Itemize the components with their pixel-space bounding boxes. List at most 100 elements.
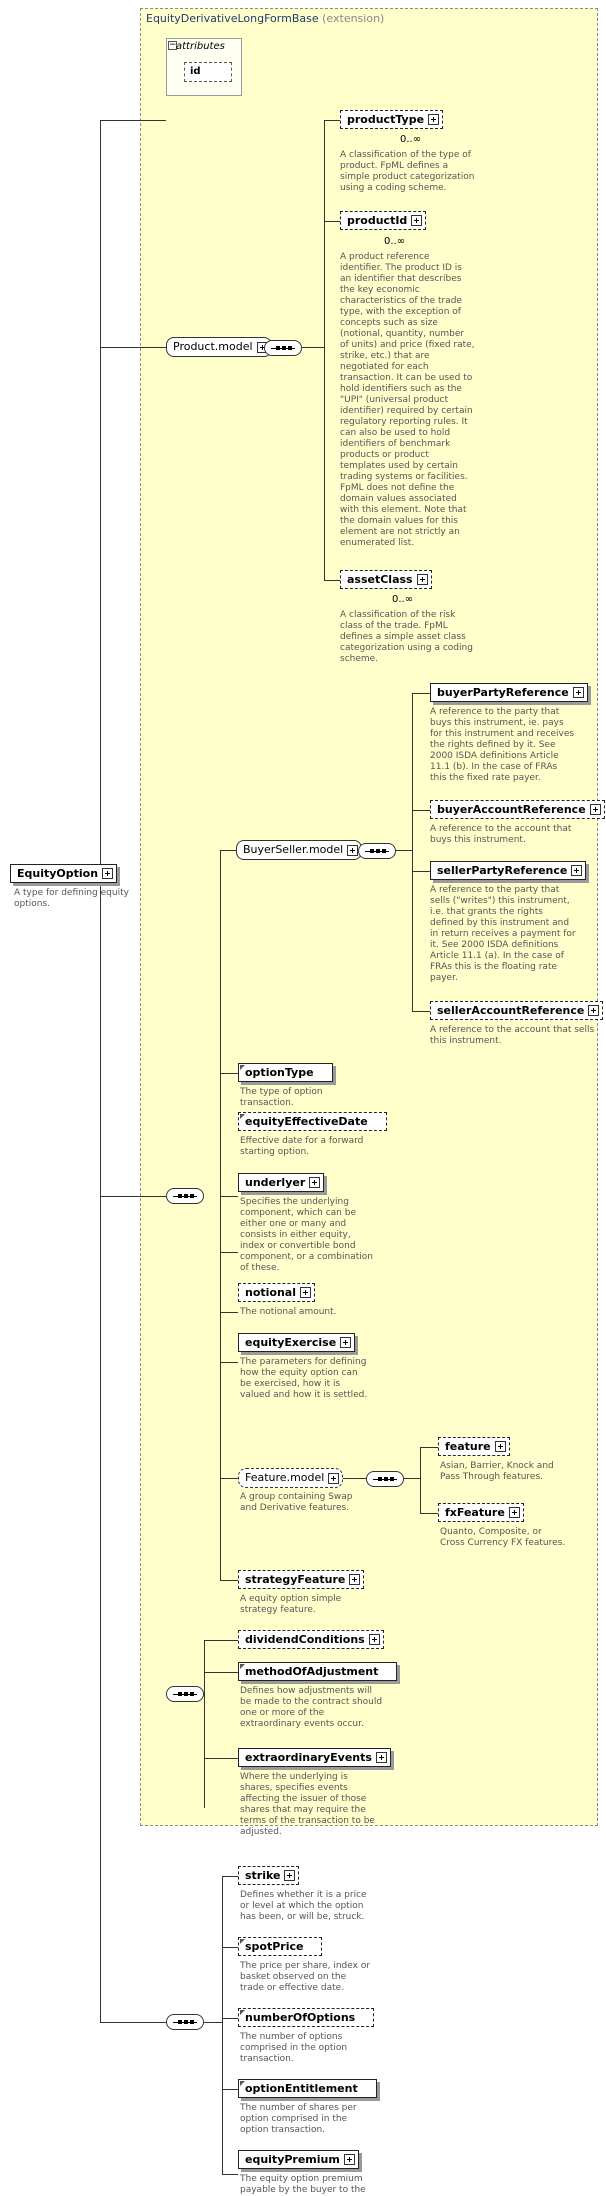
element-spotprice[interactable]: spotPrice	[238, 1937, 323, 1956]
element-fxfeature[interactable]: fxFeature	[438, 1503, 524, 1522]
expand-icon[interactable]	[368, 1634, 380, 1645]
description-line: and Derivative features.	[240, 1503, 350, 1513]
expand-icon[interactable]	[589, 804, 601, 815]
sequence-compositor-icon[interactable]	[166, 1686, 204, 1702]
expand-icon[interactable]	[411, 215, 423, 226]
collapse-icon[interactable]: −	[168, 40, 177, 50]
element-underlyer[interactable]: underlyer	[238, 1173, 325, 1192]
element-feature[interactable]: feature	[438, 1437, 510, 1456]
element-dividendconditions[interactable]: dividendConditions	[238, 1630, 384, 1649]
expand-icon[interactable]	[416, 574, 428, 585]
connector-line	[100, 120, 101, 2022]
attribute-id[interactable]: id	[184, 62, 232, 82]
element-label: productId	[347, 214, 408, 227]
description-line: consists in either equity,	[240, 1230, 351, 1240]
element-strike[interactable]: strike	[238, 1866, 300, 1885]
description-line: The type of option	[240, 1087, 323, 1097]
element-selleraccountreference[interactable]: sellerAccountReference	[430, 1001, 604, 1020]
element-equityeffectivedate[interactable]: equityEffectiveDate	[238, 1112, 387, 1131]
description-line: product. FpML defines a	[340, 161, 449, 171]
expand-icon[interactable]	[343, 2154, 355, 2165]
connector-line	[100, 2022, 166, 2023]
sequence-compositor-icon[interactable]	[264, 340, 302, 356]
element-equityexercise[interactable]: equityExercise	[238, 1333, 356, 1352]
element-numberofoptions[interactable]: numberOfOptions	[238, 2008, 375, 2027]
description-line: "UPI" (universal product	[340, 395, 448, 405]
group-feature-model[interactable]: Feature.model	[238, 1468, 344, 1488]
description-line: be exercised, how it is	[240, 1379, 341, 1389]
root-element-equityoption[interactable]: EquityOption	[10, 864, 118, 883]
group-product-model[interactable]: Product.model	[166, 337, 272, 357]
description-line: domain values associated	[340, 494, 457, 504]
sequence-compositor-icon[interactable]	[358, 843, 396, 859]
element-strategyfeature[interactable]: strategyFeature	[238, 1570, 365, 1589]
description-line: it. See 2000 ISDA definitions	[430, 940, 559, 950]
expand-icon[interactable]	[347, 845, 359, 856]
description-line: has been, or will be, struck.	[240, 1912, 365, 1922]
description-line: an identifier that describes	[340, 274, 462, 284]
expand-icon[interactable]	[572, 687, 584, 698]
description-line: Pass Through features.	[440, 1472, 544, 1482]
description-line: this the fixed rate payer.	[430, 773, 541, 783]
connector-line	[412, 693, 413, 1011]
connector-line	[324, 120, 325, 580]
element-optiontype[interactable]: optionType	[238, 1063, 333, 1082]
element-buyerpartyreference[interactable]: buyerPartyReference	[430, 683, 588, 702]
expand-icon[interactable]	[328, 1473, 340, 1484]
sequence-compositor-icon[interactable]	[366, 1471, 404, 1487]
description-line: categorization using a coding	[340, 643, 473, 653]
connector-line	[404, 1478, 420, 1479]
sequence-compositor-icon[interactable]	[166, 2014, 204, 2030]
expand-icon[interactable]	[349, 1574, 361, 1585]
element-equitypremium[interactable]: equityPremium	[238, 2150, 359, 2169]
expand-icon[interactable]	[508, 1507, 520, 1518]
element-sellerpartyreference[interactable]: sellerPartyReference	[430, 861, 587, 880]
description-line: sells ("writes") this instrument,	[430, 896, 570, 906]
expand-icon[interactable]	[102, 868, 114, 879]
element-extraordinaryevents[interactable]: extraordinaryEvents	[238, 1748, 391, 1767]
expand-icon[interactable]	[309, 1177, 321, 1188]
sequence-compositor-icon[interactable]	[166, 1188, 204, 1204]
element-optionentitlement[interactable]: optionEntitlement	[238, 2079, 377, 2098]
description-line: The parameters for defining	[240, 1357, 367, 1367]
expand-icon[interactable]	[340, 1337, 352, 1348]
element-assetclass[interactable]: assetClass	[340, 570, 432, 589]
element-label: sellerAccountReference	[437, 1004, 585, 1017]
description-line: index or convertible bond	[240, 1241, 356, 1251]
element-notional[interactable]: notional	[238, 1283, 315, 1302]
description-line: using a coding scheme.	[340, 183, 447, 193]
element-buyeraccountreference[interactable]: buyerAccountReference	[430, 800, 605, 819]
expand-icon[interactable]	[300, 1287, 311, 1298]
attributes-title: attributes	[176, 41, 225, 52]
expand-icon[interactable]	[428, 114, 440, 125]
description-line: element are not strictly an	[340, 527, 460, 537]
element-label: feature	[445, 1440, 491, 1453]
connector-line	[324, 221, 340, 222]
description-line: The equity option premium	[240, 2174, 363, 2184]
element-productid[interactable]: productId	[340, 211, 427, 230]
description-line: defined by this instrument and	[430, 918, 570, 928]
connector-line	[204, 1758, 238, 1759]
expand-icon[interactable]	[284, 1870, 296, 1881]
type-marker-icon	[240, 1065, 245, 1070]
connector-line	[396, 850, 412, 851]
description-line: hold identifiers such as the	[340, 384, 462, 394]
description-line: Quanto, Composite, or	[440, 1527, 542, 1537]
expand-icon[interactable]	[375, 1752, 387, 1763]
connector-line	[204, 1640, 238, 1641]
description-line: this instrument.	[430, 1036, 502, 1046]
description-line: buys this instrument, ie. pays	[430, 718, 564, 728]
expand-icon[interactable]	[588, 1005, 600, 1016]
group-buyerseller-model[interactable]: BuyerSeller.model	[236, 840, 363, 860]
element-producttype[interactable]: productType	[340, 110, 444, 129]
expand-icon[interactable]	[571, 865, 583, 876]
expand-icon[interactable]	[494, 1441, 506, 1452]
connector-line	[220, 1196, 238, 1197]
element-methodofadjustment[interactable]: methodOfAdjustment	[238, 1662, 398, 1681]
